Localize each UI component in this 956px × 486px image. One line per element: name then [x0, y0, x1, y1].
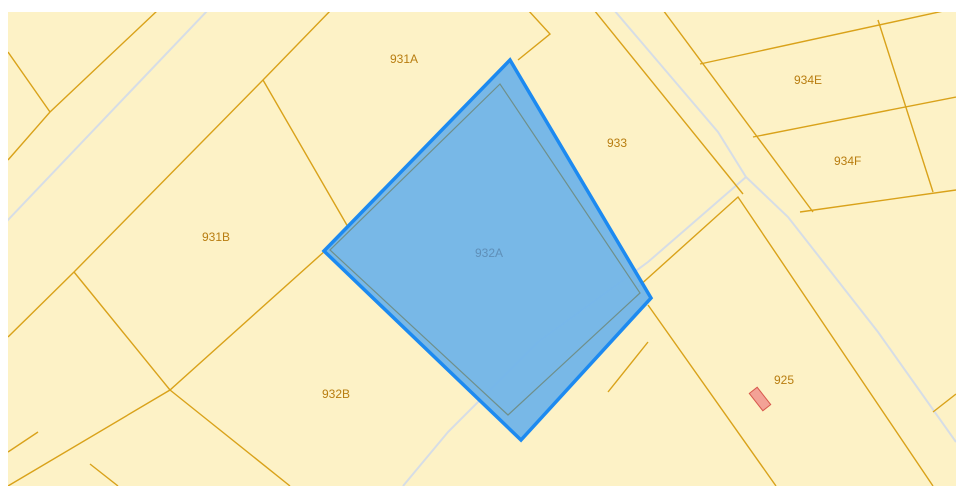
parcel-label-934E[interactable]: 934E	[794, 73, 822, 87]
parcel-label-931A[interactable]: 931A	[390, 52, 418, 66]
cadastral-map[interactable]: 931A 931B 932A 932B 933 934E 934F 925	[8, 12, 956, 486]
parcel-925-marker[interactable]	[748, 386, 772, 412]
parcel-labels: 931A 931B 932A 932B 933 934E 934F 925	[202, 52, 861, 401]
parcel-label-932A[interactable]: 932A	[475, 246, 503, 260]
parcel-932A-shape[interactable]	[321, 57, 654, 443]
parcel-label-932B[interactable]: 932B	[322, 387, 350, 401]
parcel-932A-inner-outline	[329, 83, 641, 416]
parcel-label-934F[interactable]: 934F	[834, 154, 861, 168]
parcel-label-931B[interactable]: 931B	[202, 230, 230, 244]
parcel-932A-selected[interactable]	[321, 57, 654, 443]
parcel-boundaries	[8, 12, 956, 486]
parcel-label-933[interactable]: 933	[607, 136, 627, 150]
parcel-label-925[interactable]: 925	[774, 373, 794, 387]
